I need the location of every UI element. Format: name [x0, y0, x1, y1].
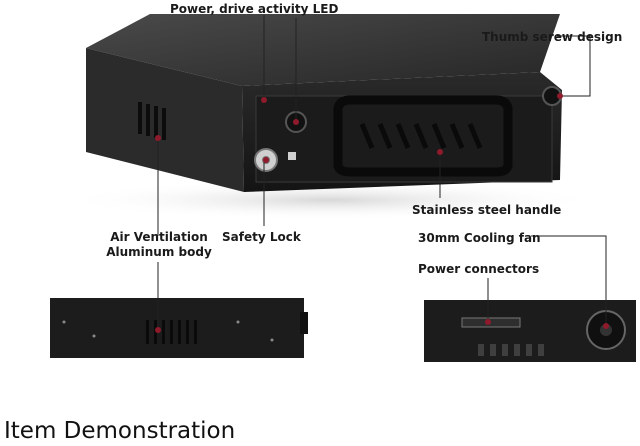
callout-safety-lock: Safety Lock	[222, 230, 301, 244]
callout-thumb-screw: Thumb serew design	[482, 30, 623, 44]
enclosure-back-view	[424, 300, 636, 362]
item-demonstration-heading: Item Demonstration	[4, 418, 236, 444]
callout-cooling-fan: 30mm Cooling fan	[418, 231, 541, 245]
drive-enclosure-main	[60, 14, 600, 220]
callout-lines	[157, 15, 607, 330]
floor-shadow	[60, 180, 600, 220]
callout-power-led: Power, drive activity LED	[170, 2, 339, 16]
air-vent-line2: Aluminum body	[106, 245, 212, 259]
side-vents	[138, 102, 166, 140]
callout-handle: Stainless steel handle	[412, 203, 562, 217]
padlock-icon	[288, 152, 296, 160]
power-connector-slot	[461, 317, 521, 328]
enclosure-side-view	[50, 298, 308, 358]
air-vent-line1: Air Ventilation	[110, 230, 208, 244]
callout-power-connectors: Power connectors	[418, 262, 540, 276]
stainless-steel-handle	[333, 95, 513, 177]
callout-air-ventilation: Air Ventilation Aluminum body	[84, 230, 234, 260]
callout-dots	[155, 93, 609, 333]
enclosure-top	[86, 14, 560, 86]
